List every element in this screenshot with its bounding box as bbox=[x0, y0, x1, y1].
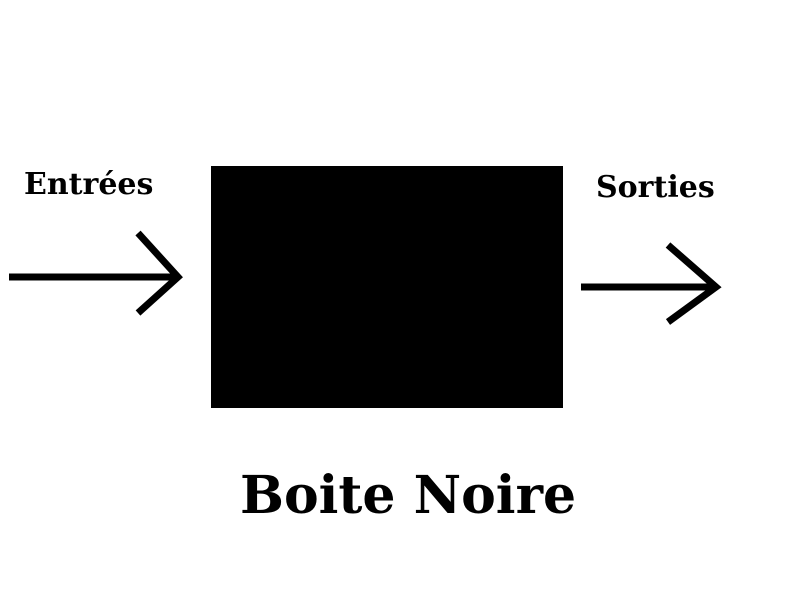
black-box bbox=[211, 166, 563, 408]
output-arrow bbox=[581, 242, 722, 325]
input-arrow bbox=[9, 230, 183, 316]
input-label: Entrées bbox=[24, 167, 154, 202]
box-title: Boite Noire bbox=[240, 465, 577, 526]
output-label: Sorties bbox=[596, 170, 715, 205]
